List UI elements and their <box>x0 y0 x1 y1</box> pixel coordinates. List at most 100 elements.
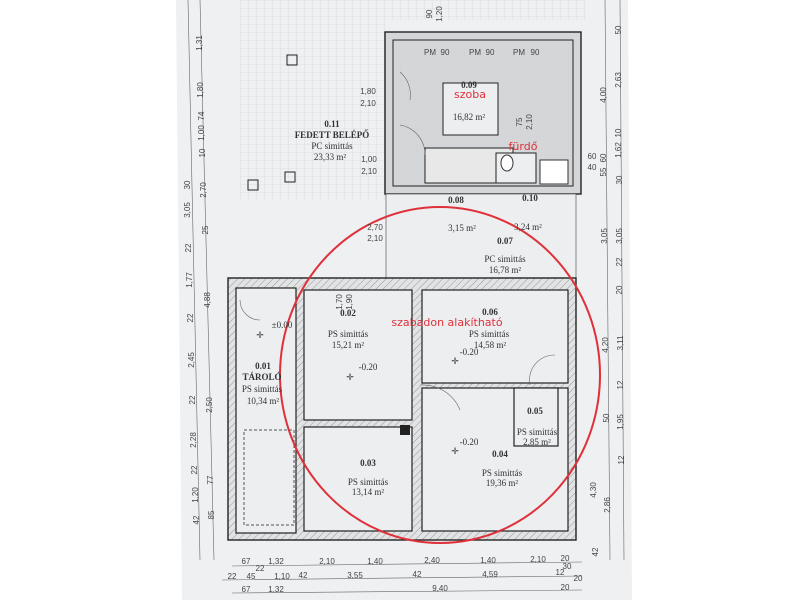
room-0.05 <box>513 387 559 447</box>
annotation-bedroom: szoba <box>454 88 486 101</box>
level-cross-icon: ✛ <box>346 372 354 382</box>
room-id: 0.09 <box>461 80 477 90</box>
opening-label: 2,10 <box>525 114 534 130</box>
room-area: 16,82 m² <box>453 112 486 122</box>
column <box>247 179 259 191</box>
dim-label: 77 <box>206 475 215 484</box>
dim-label: 3,05 <box>600 228 609 244</box>
dim-label: 67 <box>242 585 251 594</box>
dim-label: 2,70 <box>199 182 208 198</box>
dim-label: 10 <box>614 128 623 137</box>
room-area: 14,58 m² <box>474 340 507 350</box>
dimension-line <box>187 0 201 561</box>
room-id: 0.11 <box>324 119 340 129</box>
dim-label: 42 <box>591 547 600 556</box>
opening-label: 1,70 <box>335 294 344 310</box>
door-swing <box>419 384 461 411</box>
dim-label: 2,45 <box>187 352 196 368</box>
right-dimensions: 4,00 55 60 3,05 4,20 50 4,30 42 50 2,63 … <box>589 25 626 556</box>
dim-label: 22 <box>256 564 265 573</box>
dim-label: 74 <box>197 111 206 120</box>
column <box>284 171 296 183</box>
dimension-line <box>231 589 583 594</box>
room-name: FEDETT BELÉPŐ <box>295 130 370 140</box>
opening-label: PM <box>513 48 525 57</box>
opening-label: 40 <box>588 163 597 172</box>
opening-label: 90 <box>531 48 540 57</box>
dim-label: 3,05 <box>615 228 624 244</box>
dim-label: 55 <box>599 167 608 176</box>
room-area: 3,24 m² <box>514 222 542 232</box>
room-finish: PS simittás <box>469 329 510 339</box>
opening-label: 2,70 <box>367 223 383 232</box>
opening-label: PM <box>469 48 481 57</box>
dim-label: 50 <box>614 25 623 34</box>
level-mark: -0.20 <box>460 347 479 357</box>
dim-label: 30 <box>563 562 572 571</box>
dimension-line <box>231 561 583 567</box>
bottom-dimensions: 67 1,32 2,10 1,40 2,40 1,40 2,10 20 30 2… <box>228 554 583 594</box>
dim-label: 1,40 <box>367 557 383 566</box>
dim-label: 4,59 <box>482 570 498 579</box>
dim-label: 3,11 <box>616 335 625 351</box>
room-finish: PS simittás <box>517 427 558 437</box>
dim-label: 1,10 <box>274 572 290 581</box>
storage-stairs <box>243 429 295 526</box>
room-area: 23,33 m² <box>314 152 347 162</box>
room-id: 0.05 <box>527 406 543 416</box>
dim-label: 1,62 <box>614 142 623 158</box>
column <box>286 54 298 66</box>
dim-label: 9,40 <box>432 584 448 593</box>
room-area: 19,36 m² <box>486 478 519 488</box>
dim-label: 60 <box>599 153 608 162</box>
dimension-line <box>619 0 625 561</box>
dim-label: 30 <box>183 180 192 189</box>
dim-label: 85 <box>207 510 216 519</box>
dim-label: 22 <box>184 243 193 252</box>
dim-label: 2,86 <box>603 497 612 513</box>
dim-label: 22 <box>615 257 624 266</box>
dim-label: 42 <box>413 570 422 579</box>
toilet-icon <box>500 154 514 172</box>
room-finish: PS simittás <box>482 468 523 478</box>
room-id: 0.02 <box>340 308 356 318</box>
dim-label: 2,10 <box>319 557 335 566</box>
dim-label: 42 <box>299 571 308 580</box>
room-area: 3,15 m² <box>448 223 476 233</box>
room-id: 0.01 <box>255 361 271 371</box>
dim-label: 10 <box>198 148 207 157</box>
dim-label: 50 <box>602 413 611 422</box>
dim-label: 1,32 <box>268 585 284 594</box>
opening-label: 90 <box>425 9 434 18</box>
level-cross-icon: ✛ <box>256 330 264 340</box>
opening-label: 1,90 <box>345 294 354 310</box>
room-id: 0.04 <box>492 449 508 459</box>
annotation-bathroom: fürdő <box>509 140 538 153</box>
dim-label: 1,77 <box>185 272 194 288</box>
annotation-free-layout: szabadon alakítható <box>391 316 502 329</box>
dim-label: 25 <box>201 225 210 234</box>
dim-label: 4,88 <box>203 292 212 308</box>
room-area: 10,34 m² <box>247 396 280 406</box>
door-swing <box>529 354 556 386</box>
opening-label: PM <box>424 48 436 57</box>
room-area: 13,14 m² <box>352 487 385 497</box>
dim-label: 4,00 <box>599 87 608 103</box>
opening-label: 1,80 <box>360 87 376 96</box>
dimension-line <box>221 575 583 581</box>
dim-label: 45 <box>247 572 256 581</box>
room-label-0.11: 0.11 FEDETT BELÉPŐ PC simittás 23,33 m² <box>295 119 370 162</box>
dim-label: 2,28 <box>189 432 198 448</box>
dim-label: 20 <box>561 583 570 592</box>
room-finish: PS simittás <box>328 329 369 339</box>
dim-label: 1,32 <box>268 557 284 566</box>
dim-label: 1,95 <box>616 414 625 430</box>
dimension-line <box>604 0 611 561</box>
dim-label: 22 <box>228 572 237 581</box>
chimney-icon <box>400 425 410 435</box>
dim-label: 22 <box>188 395 197 404</box>
opening-label: 75 <box>515 117 524 126</box>
dim-label: 20 <box>561 554 570 563</box>
dim-label: 2,50 <box>205 397 214 413</box>
